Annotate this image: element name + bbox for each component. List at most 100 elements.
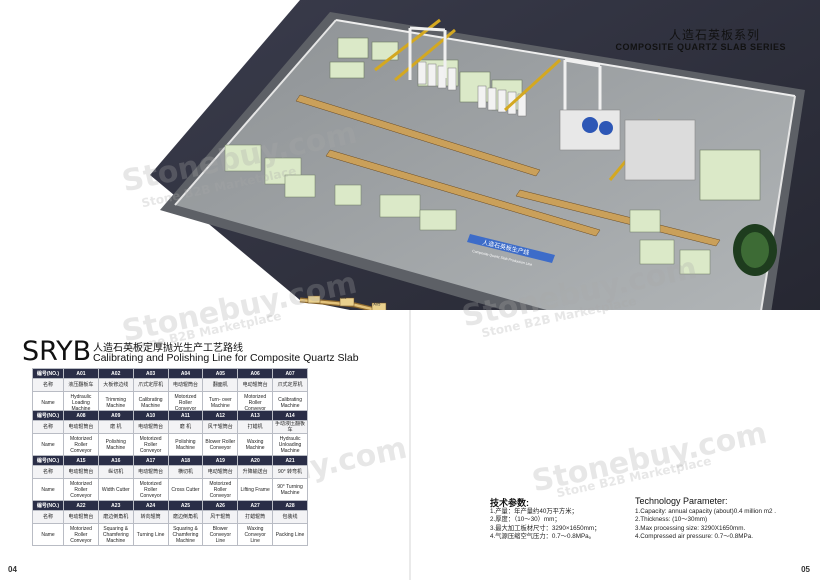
line-station-label: A07 (407, 309, 415, 310)
machine-name-en: Motorized Roller Conveyor (202, 478, 239, 501)
machine-table-3: 编号(NO.) A15 A16 A17 A18 A19 A20 A21 名称 电… (32, 455, 308, 501)
machine-name-cn: 电动辊筒台 (63, 420, 99, 434)
machine-no: A01 (63, 368, 99, 379)
machine-no: A14 (272, 410, 308, 421)
factory-floor (175, 20, 795, 310)
machine-name-cn: 升降输送台 (237, 465, 274, 479)
table-header-row: 编号(NO.) A22 A23 A24 A25 A26 A27 A28 (32, 500, 308, 511)
name-label-cn: 名称 (32, 378, 64, 392)
machine-no: A17 (132, 455, 169, 466)
name-label-en: Name (32, 391, 64, 414)
line-title-cn: 人造石英板定厚抛光生产工艺路线 (93, 343, 243, 354)
param-item: 3.最大加工板材尺寸：3290×1650mm； (490, 524, 601, 532)
machine-no: A25 (167, 500, 204, 511)
machine-name-cn: 电动辊筒台 (63, 510, 99, 524)
param-item: 4.气源压缩空气压力：0.7～0.8MPa。 (490, 533, 595, 541)
machine-name-en: Lifting Frame (237, 478, 274, 501)
no-label: 编号(NO.) (32, 368, 64, 379)
table-row-en: Name Motorized Roller Conveyor Squaring … (32, 523, 308, 546)
machine-name-cn: 液压翻板车 (63, 378, 99, 392)
no-label: 编号(NO.) (32, 455, 64, 466)
table-row-en: Name Motorized Roller Conveyor Polishing… (32, 433, 308, 456)
machine-name-en: Blower Roller Conveyor (202, 433, 239, 456)
machine-no: A26 (202, 500, 239, 511)
params-title-en: Technology Parameter: (635, 496, 728, 506)
machine-table-1: 编号(NO.) A01 A02 A03 A04 A05 A06 A07 名称 液… (32, 368, 308, 414)
table-header-row: 编号(NO.) A01 A02 A03 A04 A05 A06 A07 (32, 368, 308, 379)
machine-no: A06 (237, 368, 274, 379)
machine-name-cn: 电动辊筒台 (63, 465, 99, 479)
machine-name-en: Cross Cutter (167, 478, 204, 501)
machine-name-en: Waxing Machine (237, 433, 274, 456)
machine-name-en: Waxing Conveyor Line (237, 523, 274, 546)
series-title-cn: 人造石英板系列 (668, 28, 760, 42)
table-row-cn: 名称 电动辊筒台 磨 机 电动辊筒台 磨 机 风干辊筒台 打蜡机 手动液压翻板车 (32, 420, 308, 434)
machine-no: A13 (237, 410, 274, 421)
name-label-en: Name (32, 433, 64, 456)
machine-name-cn: 磨边倒角机 (97, 510, 134, 524)
name-label-cn: 名称 (32, 510, 64, 524)
params-title-cn: 技术参数: (490, 498, 529, 508)
line-station-label: A05 (373, 301, 381, 306)
line-title-en: Calibrating and Polishing Line for Compo… (93, 352, 359, 364)
machine-name-en: Motorized Roller Conveyor (237, 391, 274, 414)
params-list-cn: 1.产量：年产量约40万平方米； 2.厚度：（10～30）mm； 3.最大加工板… (490, 508, 600, 542)
machine-no: A21 (272, 455, 308, 466)
machine-no: A08 (63, 410, 99, 421)
machine-no: A18 (167, 455, 204, 466)
machine-name-cn: 磨 机 (97, 420, 134, 434)
machine-name-cn: 爪式定厚机 (272, 378, 308, 392)
factory-wall (760, 95, 796, 310)
table-row-cn: 名称 液压翻板车 大板修边线 爪式定厚机 电动辊筒台 翻面机 电动辊筒台 爪式定… (32, 378, 308, 392)
machine-name-cn: 电动辊筒台 (202, 465, 239, 479)
series-title-en: COMPOSITE QUARTZ SLAB SERIES (615, 42, 786, 52)
machine-name-cn: 手动液压翻板车 (272, 420, 308, 434)
machine-name-en: Polishing Machine (167, 433, 204, 456)
machine-no: A03 (132, 368, 169, 379)
param-item: 1.产量：年产量约40万平方米； (490, 508, 578, 515)
machine-name-cn: 纵切机 (97, 465, 134, 479)
factory-wall (174, 19, 337, 206)
machine-no: A28 (272, 500, 308, 511)
param-item: 3.Max processing size: 3290X1650mm. (635, 524, 746, 532)
machine-name-cn: 电动辊筒台 (237, 378, 274, 392)
no-label: 编号(NO.) (32, 410, 64, 421)
no-label: 编号(NO.) (32, 500, 64, 511)
machine-name-en: 90° Turning Machine (272, 478, 308, 501)
machine-name-cn: 磨边倒角机 (167, 510, 204, 524)
machine-no: A09 (97, 410, 134, 421)
name-label-cn: 名称 (32, 465, 64, 479)
machine-no: A16 (97, 455, 134, 466)
machine-name-cn: 大板修边线 (97, 378, 134, 392)
watermark: Stonebuy.com (528, 415, 770, 500)
sryb-line-diagram: A01A02A03A04A05A06A07A08A09A10A11A12A13A… (299, 292, 415, 310)
material-drum (733, 224, 777, 276)
table-row-en: Name Motorized Roller Conveyor Width Cut… (32, 478, 308, 501)
machine-name-en: Hydraulic Unloading Machine (272, 433, 308, 456)
name-label-cn: 名称 (32, 420, 64, 434)
machine-table-4: 编号(NO.) A22 A23 A24 A25 A26 A27 A28 名称 电… (32, 500, 308, 546)
machine-name-cn: 电动辊筒台 (167, 378, 204, 392)
machine-name-cn: 包装线 (272, 510, 308, 524)
machine-no: A22 (63, 500, 99, 511)
machine-name-cn: 爪式定厚机 (132, 378, 169, 392)
param-item: 4.Compressed air pressure: 0.7～0.8MPa. (635, 533, 753, 541)
table-row-cn: 名称 电动辊筒台 纵切机 电动辊筒台 横切机 电动辊筒台 升降输送台 90° 转… (32, 465, 308, 479)
machine-name-en: Motorized Roller Conveyor (132, 433, 169, 456)
machine-name-en: Packing Line (272, 523, 308, 546)
machine-name-cn: 电动辊筒台 (132, 420, 169, 434)
machine-table-2: 编号(NO.) A08 A09 A10 A11 A12 A13 A14 名称 电… (32, 410, 308, 456)
page-number-left: 04 (8, 565, 17, 574)
machine-name-en: Polishing Machine (97, 433, 134, 456)
param-item: 1.Capacity: annual capacity (about)0.4 m… (635, 508, 777, 515)
page-number-right: 05 (801, 565, 810, 574)
machine-name-en: Trimming Machine (97, 391, 134, 414)
machine-no: A27 (237, 500, 274, 511)
machine-name-cn: 翻面机 (202, 378, 239, 392)
line-machines (307, 295, 387, 310)
machine-name-en: Squaring & Chamfering Machine (97, 523, 134, 546)
machine-name-en: Squaring & Chamfering Machine (167, 523, 204, 546)
name-label-en: Name (32, 523, 64, 546)
machine-name-en: Motorized Roller Conveyor (63, 523, 99, 546)
